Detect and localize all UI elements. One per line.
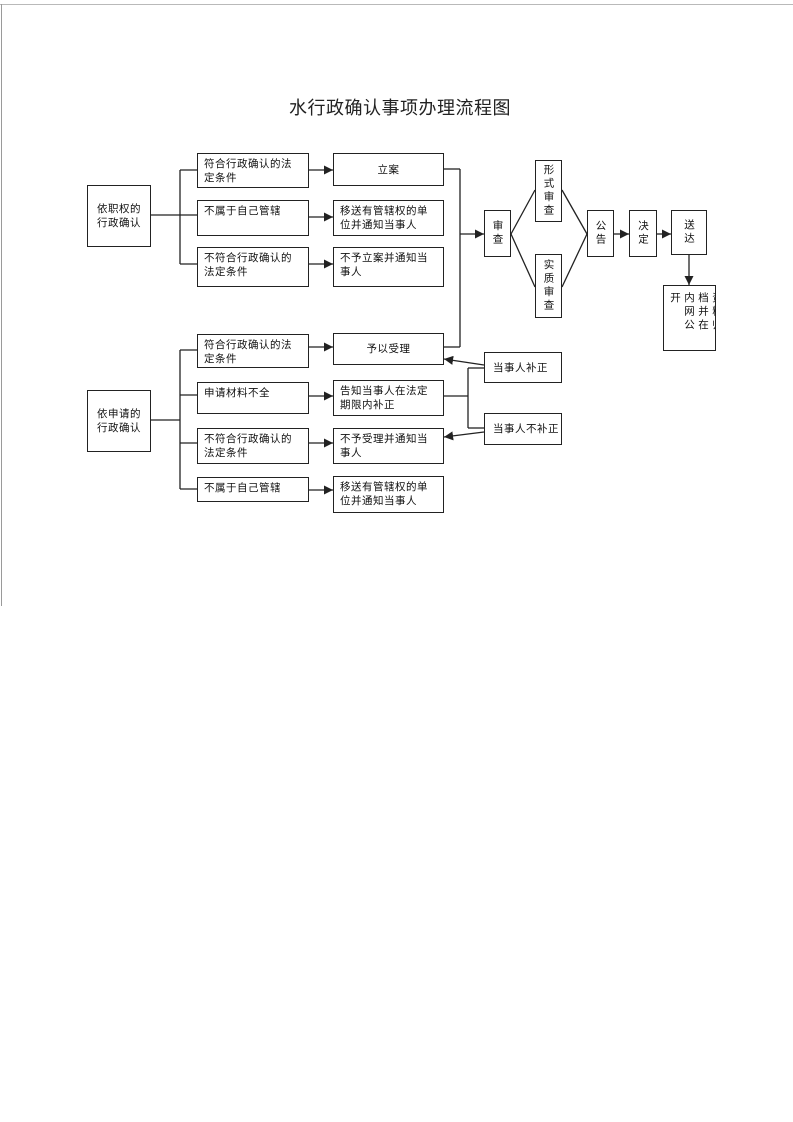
application-not-meets-box: 不符合行政确认的法定条件	[197, 428, 309, 464]
reject-box: 不予受理并通知当事人	[333, 428, 444, 464]
authority-meets-conditions-box: 符合行政确认的法定条件	[197, 153, 309, 188]
announce-label: 公告	[594, 220, 607, 247]
deliver-label: 送达	[683, 219, 695, 246]
application-not-jurisdiction-box: 不属于自己管辖	[197, 477, 309, 502]
not-supplemented-box: 当事人不补正	[484, 413, 562, 445]
decide-label: 决定	[637, 220, 649, 247]
materials-incomplete-box: 申请材料不全	[197, 382, 309, 414]
by-authority-box: 依职权的行政确认	[87, 185, 151, 247]
deliver-box: 送达	[671, 210, 707, 255]
archive-publish-label: 资料归档并在内网公开	[669, 292, 715, 333]
decide-box: 决定	[629, 210, 657, 257]
substantive-review-label: 实质审查	[542, 259, 555, 313]
accept-box: 予以受理	[333, 333, 444, 365]
file-case-box: 立案	[333, 153, 444, 186]
page-top-rule	[0, 4, 793, 5]
by-application-box: 依申请的行政确认	[87, 390, 151, 452]
notify-supplement-box: 告知当事人在法定期限内补正	[333, 380, 444, 416]
page-left-rule	[1, 4, 2, 606]
application-transfer-box: 移送有管辖权的单位并通知当事人	[333, 476, 444, 513]
review-label: 审查	[491, 220, 504, 247]
application-meets-conditions-box: 符合行政确认的法定条件	[197, 334, 309, 368]
authority-not-meets-box: 不符合行政确认的法定条件	[197, 247, 309, 287]
archive-publish-box: 资料归档并在内网公开	[663, 285, 716, 351]
review-box: 审查	[484, 210, 511, 257]
formal-review-label: 形式审查	[542, 164, 555, 218]
formal-review-box: 形式审查	[535, 160, 562, 222]
announce-box: 公告	[587, 210, 614, 257]
authority-not-jurisdiction-box: 不属于自己管辖	[197, 200, 309, 236]
page-title: 水行政确认事项办理流程图	[289, 98, 511, 119]
supplemented-box: 当事人补正	[484, 352, 562, 383]
authority-transfer-box: 移送有管辖权的单位并通知当事人	[333, 200, 444, 236]
not-filed-box: 不予立案并通知当事人	[333, 247, 444, 287]
substantive-review-box: 实质审查	[535, 254, 562, 318]
